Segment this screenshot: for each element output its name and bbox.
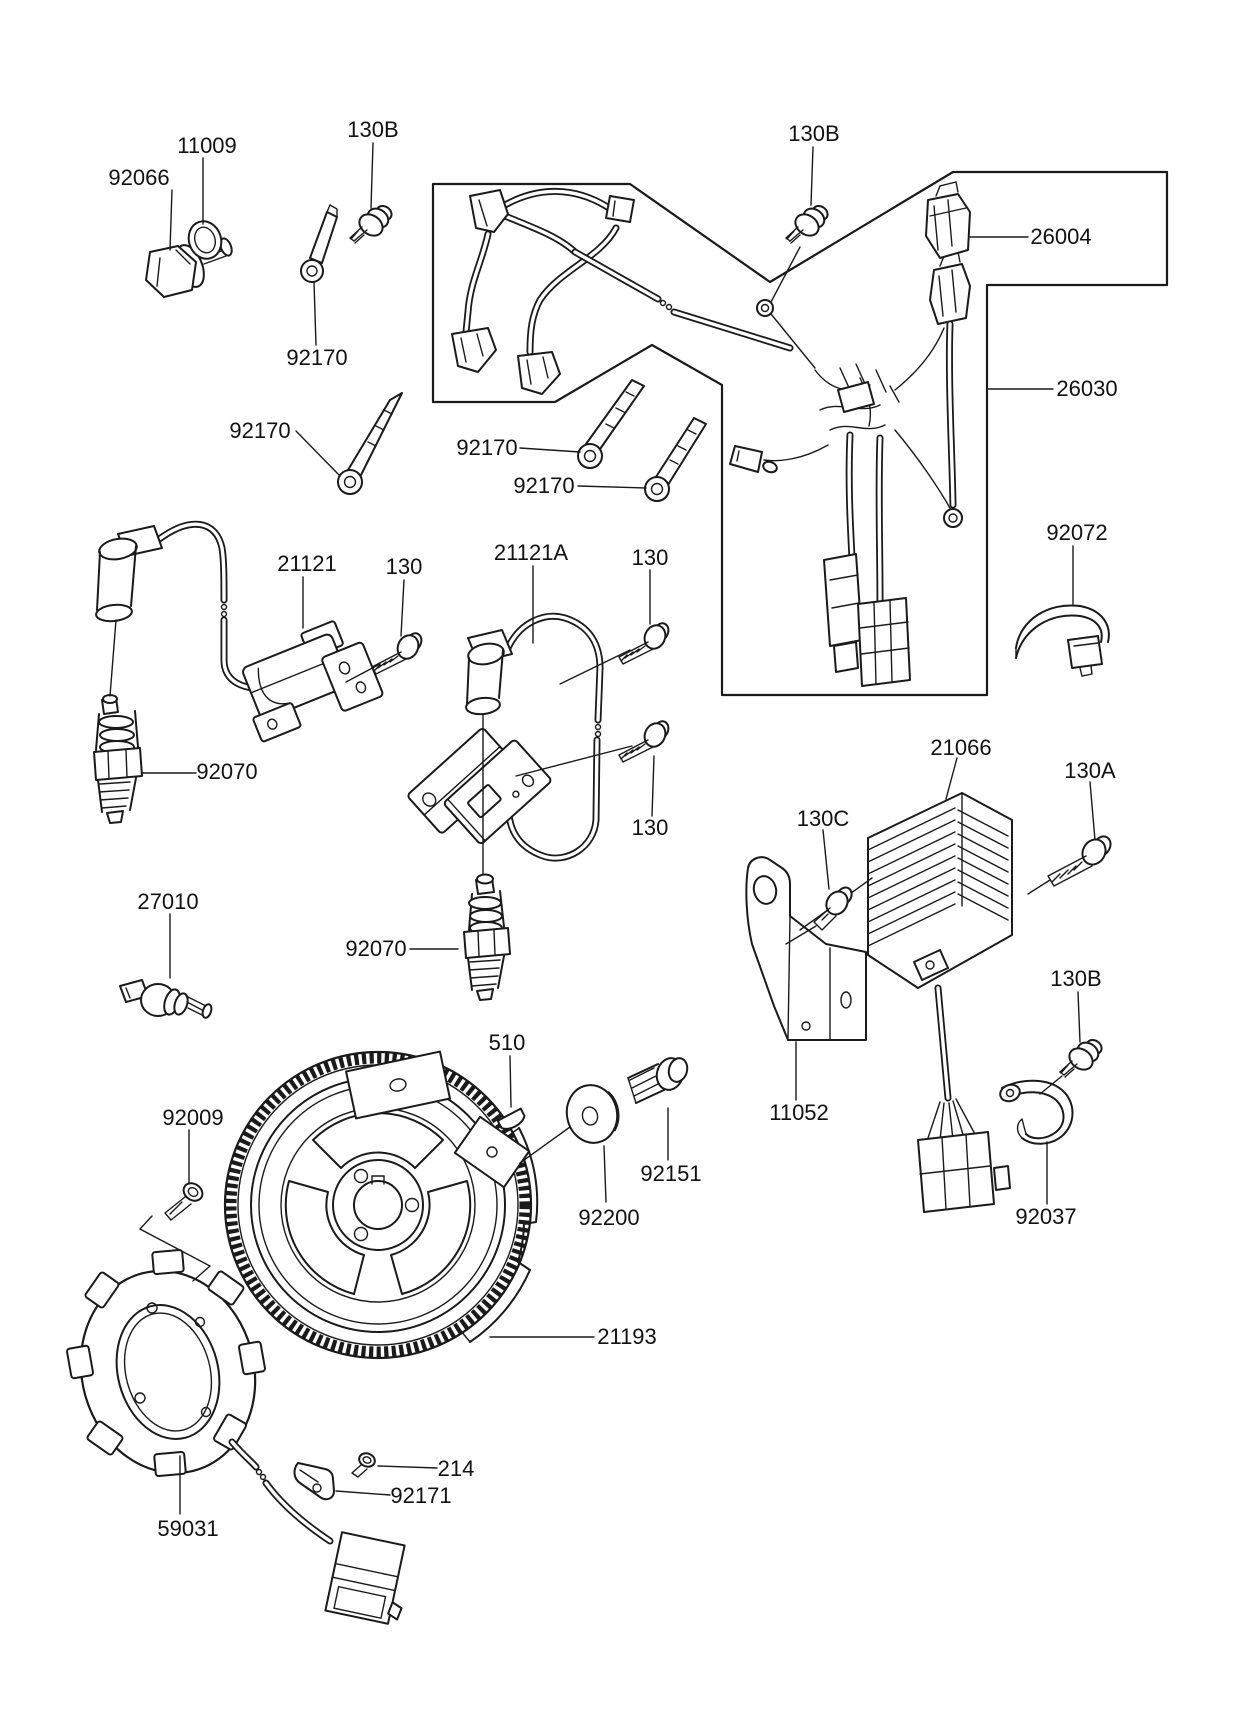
part-label-92200-28: 92200 <box>578 1205 640 1230</box>
part-label-92066-0: 92066 <box>108 165 170 190</box>
part-26004-fuse-case <box>925 181 971 259</box>
part-92070-spark-plug-mid <box>463 873 511 1001</box>
part-label-21121-11: 21121 <box>277 551 337 576</box>
part-92170-strap-left <box>337 392 403 495</box>
part-59031-stator <box>66 1248 406 1625</box>
part-label-130B-23: 130B <box>1050 966 1102 991</box>
part-label-11052-22: 11052 <box>769 1100 829 1125</box>
part-label-92072-10: 92072 <box>1046 520 1108 545</box>
part-label-26004-8: 26004 <box>1030 224 1092 249</box>
part-510-key <box>496 1107 526 1130</box>
part-92170-strap-mid2 <box>644 417 707 502</box>
part-92200-washer <box>565 1084 620 1144</box>
part-label-27010-18: 27010 <box>137 889 199 914</box>
part-21066-lead-connector <box>917 984 1011 1213</box>
part-21121-coil-lead <box>95 520 270 692</box>
part-92072-clamp-band <box>1015 604 1110 677</box>
part-130a-bolt <box>1027 835 1112 895</box>
part-130-bolt-left <box>371 629 426 675</box>
part-92171-clamp <box>293 1462 335 1501</box>
part-92170-terminal-lever <box>300 204 338 283</box>
part-21121a-ignition-coil <box>407 727 552 845</box>
part-label-510-26: 510 <box>488 1030 526 1055</box>
part-label-130-14: 130 <box>631 545 669 570</box>
part-214-screw <box>351 1452 376 1478</box>
part-11052-bracket <box>745 856 873 1041</box>
part-label-92009-25: 92009 <box>162 1105 224 1130</box>
part-label-92170-3: 92170 <box>286 345 348 370</box>
part-92151-bolt <box>627 1057 689 1104</box>
part-label-130A-20: 130A <box>1064 758 1116 783</box>
part-label-11009-1: 11009 <box>177 133 237 158</box>
part-label-130-15: 130 <box>631 815 669 840</box>
part-130c-bolt <box>785 886 853 945</box>
part-21066-regulator <box>867 792 1013 989</box>
part-92070-spark-plug-left <box>93 694 143 824</box>
leader-lines <box>109 142 1096 1515</box>
part-label-130B-7: 130B <box>788 121 840 146</box>
part-130b-bolt-topleft <box>349 202 396 244</box>
part-92037-clamp <box>999 1079 1074 1145</box>
part-130-bolt-mid2 <box>618 717 673 763</box>
part-label-92170-5: 92170 <box>456 435 518 460</box>
part-label-92171-31: 92171 <box>390 1483 452 1508</box>
part-21121-ignition-coil <box>242 620 384 743</box>
part-27010-pressure-switch <box>119 979 213 1019</box>
part-label-21066-19: 21066 <box>930 735 992 760</box>
part-92170-strap-mid1 <box>577 379 645 469</box>
part-130b-bolt-bottom <box>1059 1036 1106 1078</box>
part-label-130B-2: 130B <box>347 117 399 142</box>
part-label-92151-27: 92151 <box>640 1161 702 1186</box>
part-130-bolt-mid1 <box>618 619 673 665</box>
part-label-92170-4: 92170 <box>229 418 291 443</box>
part-21193-flywheel <box>223 1050 539 1360</box>
part-label-92070-17: 92070 <box>345 936 407 961</box>
wiring-harness <box>451 187 971 687</box>
part-label-130-12: 130 <box>385 554 423 579</box>
part-label-59031-32: 59031 <box>157 1516 219 1541</box>
harness-group-box <box>431 170 1169 697</box>
part-label-130C-21: 130C <box>796 806 850 831</box>
part-label-26030-9: 26030 <box>1056 376 1118 401</box>
part-11009-washer <box>187 220 223 260</box>
part-92009-screw <box>164 1182 204 1221</box>
part-label-21121A-13: 21121A <box>493 540 569 565</box>
part-label-92070-16: 92070 <box>196 759 258 784</box>
part-label-21193-29: 21193 <box>597 1324 657 1349</box>
part-label-92170-6: 92170 <box>513 473 575 498</box>
part-130b-bolt-harness <box>785 202 832 244</box>
part-label-92037-24: 92037 <box>1015 1204 1077 1229</box>
part-label-214-30: 214 <box>437 1456 475 1481</box>
